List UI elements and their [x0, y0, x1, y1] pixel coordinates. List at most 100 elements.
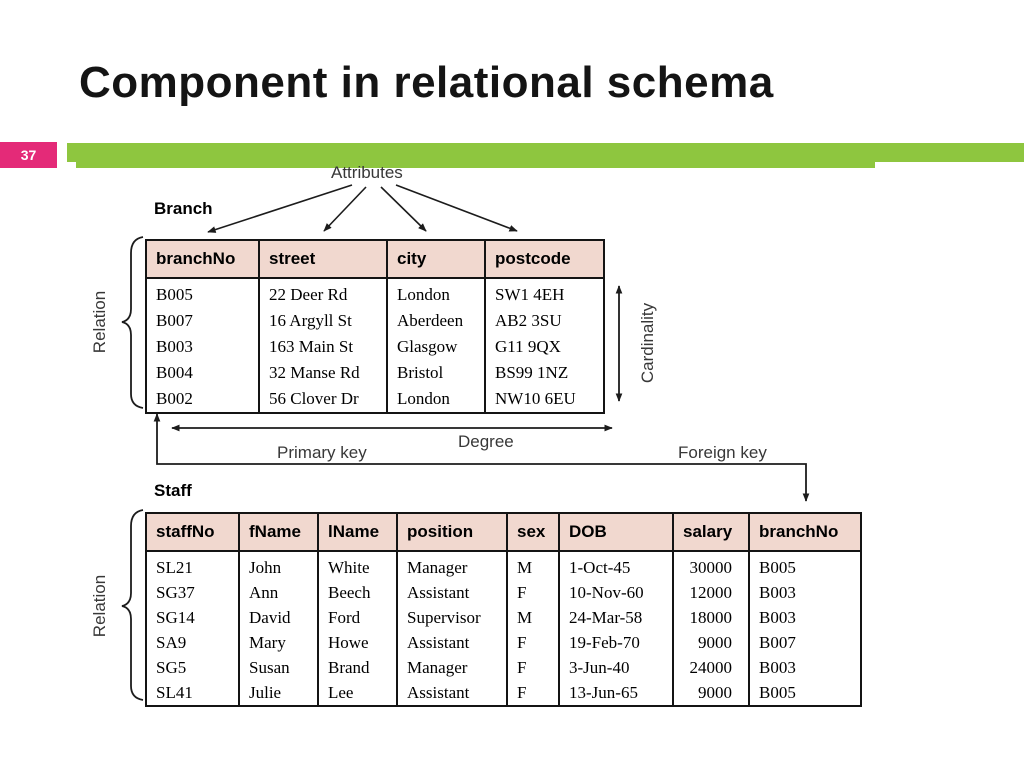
table-cell: B003: [145, 334, 260, 360]
table-cell: Ford: [317, 605, 398, 630]
column-header-DOB: DOB: [558, 512, 674, 552]
table-cell: Mary: [238, 630, 319, 655]
table-cell: B005: [748, 680, 862, 706]
table-cell: B004: [145, 360, 260, 386]
table-cell: B002: [145, 386, 260, 413]
accent-bar-sub: [76, 162, 875, 168]
table-cell: NW10 6EU: [484, 386, 605, 413]
table-cell: 56 Clover Dr: [258, 386, 388, 413]
table-cell: F: [506, 580, 560, 605]
table-cell: 32 Manse Rd: [258, 360, 388, 386]
branch-table-label: Branch: [154, 199, 213, 218]
table-cell: B005: [748, 551, 862, 580]
table-cell: SL21: [145, 551, 240, 580]
table-cell: Beech: [317, 580, 398, 605]
table-cell: 24-Mar-58: [558, 605, 674, 630]
table-cell: 163 Main St: [258, 334, 388, 360]
table-cell: Brand: [317, 655, 398, 680]
staff-table-label: Staff: [154, 481, 192, 500]
column-header-lName: lName: [317, 512, 398, 552]
table-cell: AB2 3SU: [484, 308, 605, 334]
table-cell: White: [317, 551, 398, 580]
column-header-postcode: postcode: [484, 239, 605, 279]
table-cell: Howe: [317, 630, 398, 655]
table-cell: 16 Argyll St: [258, 308, 388, 334]
column-header-branchNo: branchNo: [748, 512, 862, 552]
table-cell: Assistant: [396, 580, 508, 605]
cardinality-label: Cardinality: [638, 302, 657, 384]
table-cell: F: [506, 630, 560, 655]
table-cell: B005: [145, 278, 260, 308]
table-cell: G11 9QX: [484, 334, 605, 360]
table-cell: Aberdeen: [386, 308, 486, 334]
table-cell: SG37: [145, 580, 240, 605]
slide-number-badge: 37: [0, 142, 57, 168]
table-cell: SW1 4EH: [484, 278, 605, 308]
column-header-position: position: [396, 512, 508, 552]
table-cell: B003: [748, 580, 862, 605]
relation-label-branch: Relation: [90, 290, 109, 354]
table-cell: B003: [748, 655, 862, 680]
table-cell: Glasgow: [386, 334, 486, 360]
table-cell: F: [506, 655, 560, 680]
column-header-branchNo: branchNo: [145, 239, 260, 279]
table-cell: B003: [748, 605, 862, 630]
column-header-city: city: [386, 239, 486, 279]
table-cell: 30000: [672, 551, 750, 580]
table-cell: 3-Jun-40: [558, 655, 674, 680]
table-cell: 22 Deer Rd: [258, 278, 388, 308]
attributes-arrows: [207, 184, 518, 233]
column-header-fName: fName: [238, 512, 319, 552]
table-cell: F: [506, 680, 560, 706]
column-header-staffNo: staffNo: [145, 512, 240, 552]
table-cell: SA9: [145, 630, 240, 655]
foreign-key-label: Foreign key: [678, 443, 767, 462]
table-cell: Julie: [238, 680, 319, 706]
table-cell: M: [506, 605, 560, 630]
attributes-label: Attributes: [331, 163, 403, 182]
table-cell: SG5: [145, 655, 240, 680]
table-cell: SG14: [145, 605, 240, 630]
table-cell: Ann: [238, 580, 319, 605]
table-cell: Assistant: [396, 630, 508, 655]
degree-label: Degree: [458, 432, 514, 451]
column-header-salary: salary: [672, 512, 750, 552]
table-cell: Bristol: [386, 360, 486, 386]
table-cell: London: [386, 278, 486, 308]
accent-bar-main: [67, 143, 1024, 162]
relation-brace-staff: [121, 509, 144, 701]
table-cell: 10-Nov-60: [558, 580, 674, 605]
table-cell: B007: [145, 308, 260, 334]
column-header-street: street: [258, 239, 388, 279]
relation-label-staff: Relation: [90, 574, 109, 638]
table-cell: David: [238, 605, 319, 630]
table-cell: 1-Oct-45: [558, 551, 674, 580]
page-title: Component in relational schema: [79, 58, 774, 107]
table-cell: Assistant: [396, 680, 508, 706]
primary-key-label: Primary key: [277, 443, 367, 462]
table-cell: 13-Jun-65: [558, 680, 674, 706]
relation-brace-branch: [121, 236, 144, 409]
table-cell: M: [506, 551, 560, 580]
table-cell: 24000: [672, 655, 750, 680]
table-cell: Manager: [396, 655, 508, 680]
table-cell: London: [386, 386, 486, 413]
table-cell: John: [238, 551, 319, 580]
table-cell: B007: [748, 630, 862, 655]
